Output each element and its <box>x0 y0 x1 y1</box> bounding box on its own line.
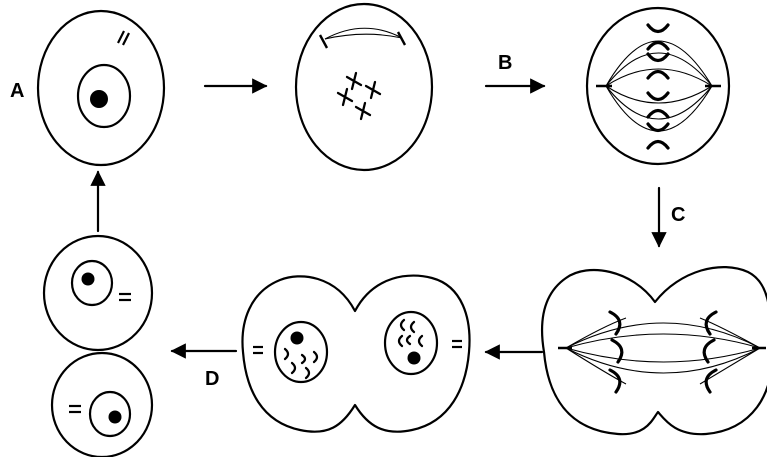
nucleus <box>76 63 132 129</box>
chromosomes-condensed <box>336 71 382 121</box>
cell-anaphase <box>540 265 767 436</box>
nucleolus <box>407 351 421 365</box>
daughter-cell-top <box>42 234 154 352</box>
cell-membrane <box>540 265 767 436</box>
chromatids-separating <box>608 310 718 394</box>
nucleolus <box>108 410 122 424</box>
label-b: B <box>498 52 512 74</box>
centriole-pair <box>452 339 462 349</box>
nucleolus <box>290 331 304 345</box>
nucleus <box>273 320 329 384</box>
cell-metaphase <box>585 6 731 166</box>
nucleus <box>88 390 132 438</box>
cell-membrane <box>42 234 154 352</box>
cell-membrane <box>241 274 471 433</box>
cell-membrane <box>50 351 154 457</box>
centriole <box>122 32 130 46</box>
centriole <box>318 34 329 49</box>
spindle-fibers <box>565 317 761 385</box>
nucleolus <box>90 90 108 108</box>
cell-membrane <box>36 9 166 167</box>
label-c: C <box>671 204 685 226</box>
label-a: A <box>10 80 24 102</box>
cell-telophase <box>241 274 471 433</box>
centriole <box>396 31 407 46</box>
centriole-pair <box>253 345 263 355</box>
chromosomes-aligned <box>646 23 670 150</box>
spindle-fibers <box>605 40 713 132</box>
chromatin <box>397 318 424 348</box>
spindle-fiber <box>324 27 403 40</box>
nucleolus <box>81 272 95 286</box>
label-d: D <box>205 368 219 390</box>
cell-membrane <box>294 2 434 172</box>
cell-prophase <box>294 2 434 172</box>
cell-interphase <box>36 9 166 167</box>
chromatin <box>283 347 319 380</box>
nucleus <box>383 310 439 376</box>
spindle-fiber <box>324 33 403 40</box>
cell-membrane <box>585 6 731 166</box>
daughter-cell-bottom <box>50 351 154 457</box>
centriole <box>117 30 125 44</box>
nucleus <box>70 259 114 307</box>
